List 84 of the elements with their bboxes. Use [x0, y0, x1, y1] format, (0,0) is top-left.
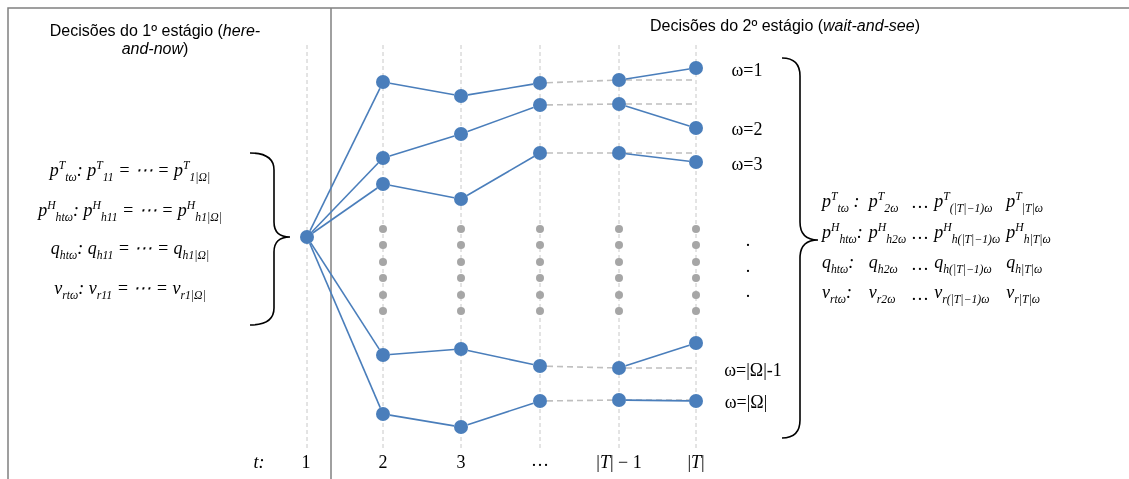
- scenario-node: [533, 98, 547, 112]
- tree-branch: [625, 399, 690, 402]
- tree-branch: [388, 135, 456, 157]
- scenario-node: [533, 146, 547, 160]
- tree-branch: [389, 82, 455, 96]
- tree-branch: [625, 68, 690, 80]
- scenario-node: [689, 336, 703, 350]
- tick-label: .: [745, 255, 751, 277]
- formula: t:: [253, 451, 265, 473]
- tick-label: .: [745, 229, 751, 251]
- formula: …: [912, 192, 929, 213]
- tree-branch: [466, 106, 535, 133]
- tree-branch: [311, 162, 379, 233]
- tick-label: ω=2: [731, 118, 763, 140]
- scenario-node: [612, 361, 626, 375]
- tree-branch: [625, 153, 690, 162]
- formula: v$_{r2ω}$: [868, 282, 897, 307]
- scenario-node: [533, 76, 547, 90]
- scenario-node: [689, 61, 703, 75]
- tree-branch: [466, 155, 535, 197]
- scenario-node: [689, 394, 703, 408]
- scenario-node: [454, 342, 468, 356]
- scenario-node: [454, 89, 468, 103]
- formula: q$_{h2ω}$: [868, 252, 899, 277]
- tick-label: 1: [301, 451, 311, 473]
- tick-label: |T|: [687, 451, 705, 473]
- stage-heading: Decisões do 2º estágio (wait-and-see): [650, 16, 920, 36]
- tree-branch: [624, 344, 691, 367]
- formula: q$_{htω}$:: [822, 252, 856, 277]
- formula: v$_{r|T|ω}$: [1006, 282, 1041, 307]
- tick-label: ω=|Ω|: [724, 391, 768, 413]
- tick-label: ω=1: [731, 59, 763, 81]
- tick-label: |T| − 1: [596, 451, 642, 473]
- tree-branch: [546, 152, 613, 154]
- tick-label: .: [745, 280, 751, 302]
- tick-label: ω=|Ω|-1: [724, 359, 782, 381]
- tick-label: 2: [378, 451, 388, 473]
- scenario-node: [454, 420, 468, 434]
- tree-branch: [389, 184, 455, 199]
- scenario-node: [454, 192, 468, 206]
- tree-branch: [624, 105, 691, 127]
- tree-branch: [546, 365, 613, 369]
- scenario-node: [612, 73, 626, 87]
- scenario-node: [612, 393, 626, 407]
- scenario-node: [376, 407, 390, 421]
- tree-branch: [546, 103, 613, 106]
- tree-branch: [389, 414, 455, 427]
- formula: v$_{r(|T|−1)ω}$: [934, 282, 991, 307]
- formula: q$_{h(|T|−1)ω}$: [934, 252, 993, 277]
- formula: …: [912, 283, 929, 305]
- scenario-node: [376, 177, 390, 191]
- scenario-node: [376, 151, 390, 165]
- root-node: [300, 230, 314, 244]
- formula: q$_{h|T|ω}$: [1006, 252, 1044, 277]
- tree-branch: [546, 399, 613, 402]
- tick-label: …: [531, 449, 549, 471]
- formula: …: [912, 253, 929, 275]
- tick-label: 3: [456, 451, 466, 473]
- scenario-node: [533, 394, 547, 408]
- tick-label: ω=3: [731, 153, 763, 175]
- scenario-node: [612, 97, 626, 111]
- tree-branch: [467, 83, 534, 96]
- tree-branch: [546, 79, 613, 84]
- scenario-node: [612, 146, 626, 160]
- stage-heading: Decisões do 1º estágio (here-and-now): [48, 21, 262, 59]
- formula: …: [912, 223, 929, 244]
- scenario-node: [689, 155, 703, 169]
- scenario-node: [376, 348, 390, 362]
- tree-branch: [310, 242, 380, 350]
- tree-branch: [467, 349, 534, 366]
- tree-branch: [311, 187, 379, 234]
- tree-branch: [308, 242, 382, 409]
- formula: q$_{htω}$: q$_{h11}$ = ⋯ = q$_{h1|Ω|}$: [50, 238, 210, 262]
- formula: p$^{T}$$_{tω}$ :: [822, 190, 861, 216]
- scenario-node: [454, 127, 468, 141]
- tree-branch: [389, 348, 455, 356]
- formula: v$_{rtω}$: v$_{r11}$ = ⋯ = v$_{r1|Ω|}$: [54, 278, 206, 302]
- tree-branch: [309, 87, 381, 232]
- formula: v$_{rtω}$:: [822, 282, 854, 307]
- tree-branch: [466, 402, 535, 426]
- scenario-node: [533, 359, 547, 373]
- scenario-node: [376, 75, 390, 89]
- scenario-node: [689, 121, 703, 135]
- formula: p$^{H}$$_{htω}$:: [822, 221, 863, 247]
